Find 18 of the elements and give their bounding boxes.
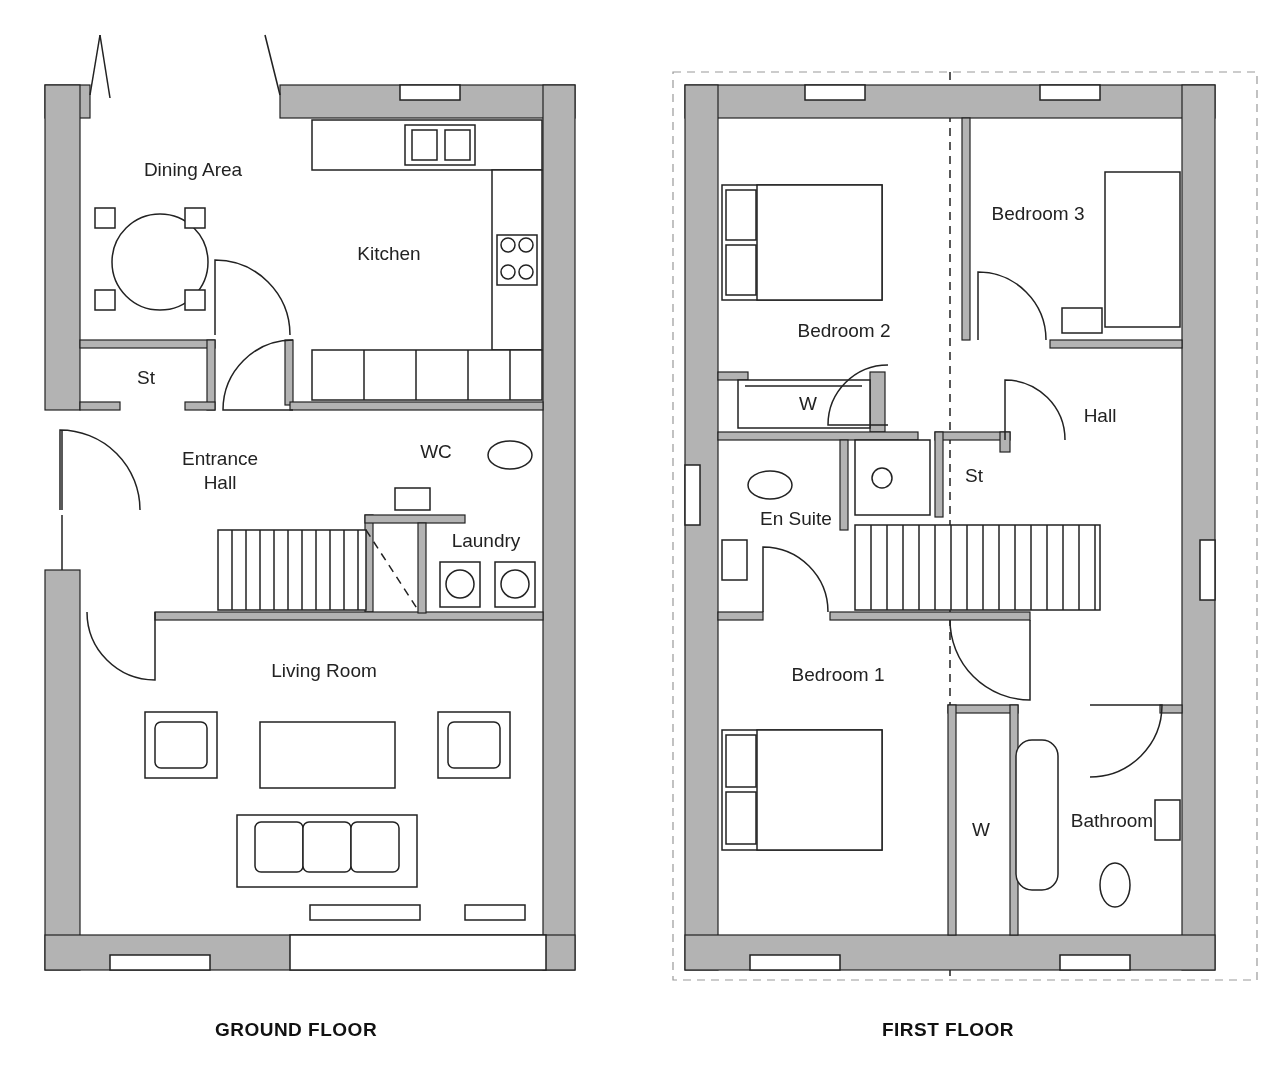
room-label: Bedroom 2 <box>797 319 891 343</box>
room-label: W <box>972 818 990 842</box>
room-label: Bedroom 1 <box>791 663 885 687</box>
room-label: St <box>137 366 155 390</box>
room-label: Kitchen <box>357 242 421 266</box>
room-label: En Suite <box>760 507 832 531</box>
floor-title: GROUND FLOOR <box>214 1019 378 1041</box>
room-label: Living Room <box>271 659 377 683</box>
room-label: Laundry <box>451 529 521 553</box>
room-label: Entrance Hall <box>165 447 275 495</box>
room-label: Bathroom <box>1070 809 1154 833</box>
room-label: Dining Area <box>143 158 243 182</box>
room-label: Bedroom 3 <box>991 202 1085 226</box>
room-label: St <box>965 464 983 488</box>
room-label: W <box>799 392 817 416</box>
room-label: WC <box>420 440 452 464</box>
floor-title: FIRST FLOOR <box>881 1019 1015 1041</box>
room-label: Hall <box>1083 404 1117 428</box>
